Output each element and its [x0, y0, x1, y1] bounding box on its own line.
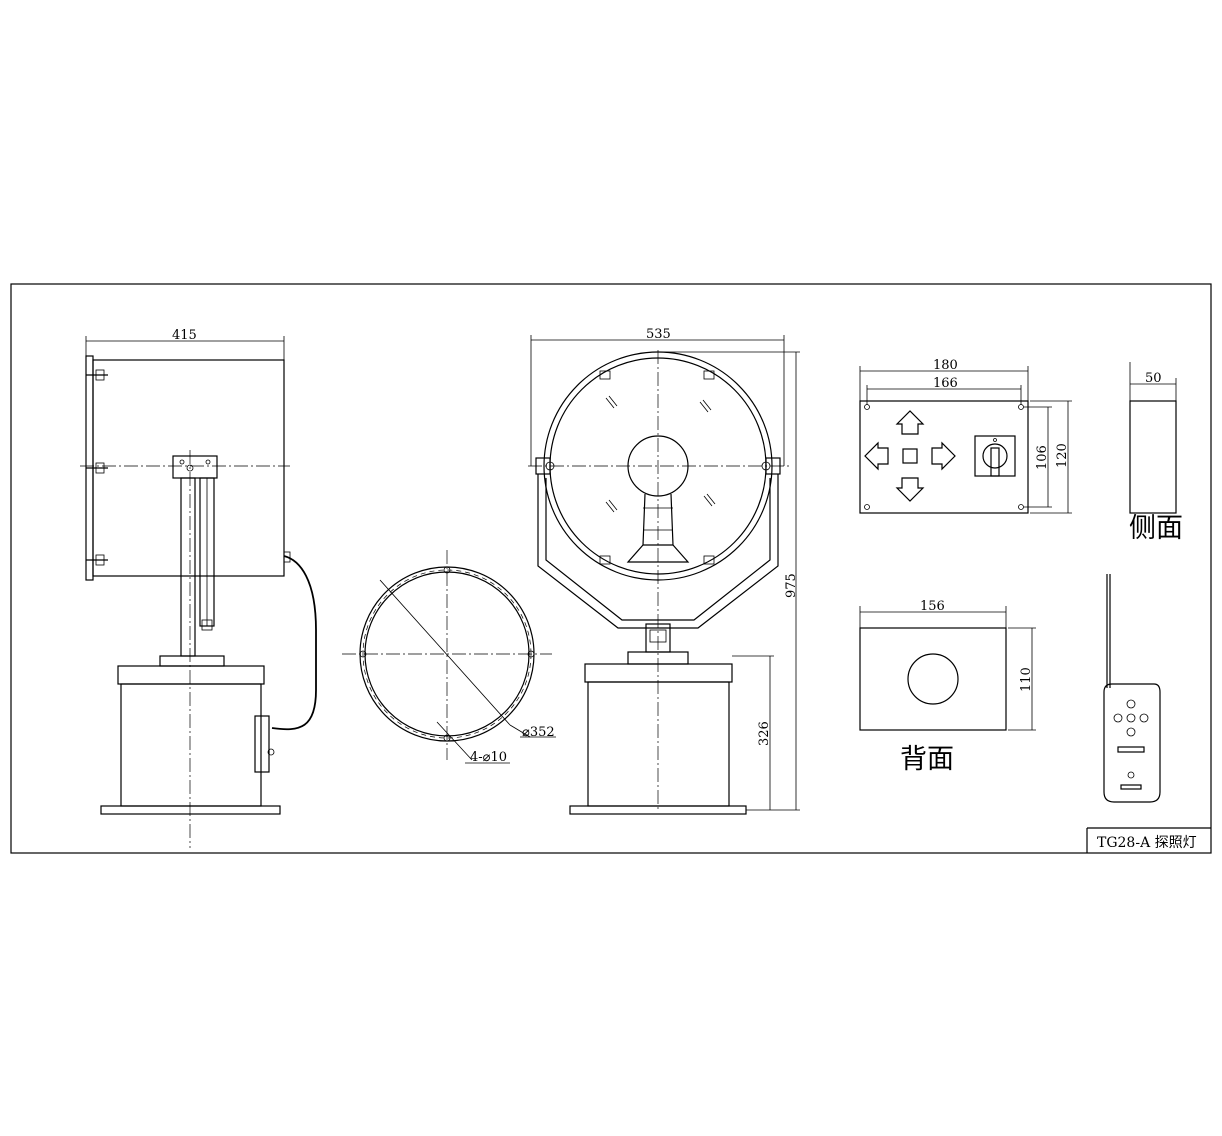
dim-hole-spacing-width: 166 [933, 376, 958, 391]
side-view-searchlight: 415 [80, 328, 317, 848]
center-key-icon [902, 448, 918, 464]
dim-back-height: 110 [1019, 667, 1034, 692]
up-arrow-key-icon [895, 410, 925, 435]
right-arrow-key-icon [931, 441, 956, 471]
dim-base-height: 326 [757, 721, 772, 746]
dim-front-width: 535 [646, 327, 671, 342]
drawing-frame [10, 283, 1212, 854]
dim-panel-width: 180 [933, 358, 958, 373]
dim-total-height: 975 [784, 573, 799, 598]
dim-panel-height: 120 [1055, 443, 1070, 468]
remote-button-icon [1113, 713, 1123, 723]
title-block: TG28-A 探照灯 [1086, 827, 1211, 853]
dim-hole-spec: 4-⌀10 [470, 750, 507, 765]
dim-side-depth: 50 [1145, 371, 1162, 386]
label-side-view: 侧面 [1129, 513, 1183, 544]
rotary-switch-icon [974, 435, 1016, 477]
dim-side-width: 415 [172, 328, 197, 343]
ring-flange-view: ⌀352 4-⌀10 [342, 550, 556, 765]
remote-button-icon [1126, 699, 1136, 709]
control-panel-back-view: 156 110 背面 [859, 599, 1036, 775]
label-back-view: 背面 [900, 744, 954, 775]
title-model: TG28-A 探照灯 [1097, 835, 1197, 851]
left-arrow-key-icon [864, 441, 889, 471]
front-view-searchlight: 535 975 326 [528, 327, 800, 815]
dim-back-width: 156 [920, 599, 945, 614]
remote-button-icon [1126, 713, 1136, 723]
remote-button-icon [1139, 713, 1149, 723]
dim-hole-spacing-height: 106 [1035, 445, 1050, 470]
control-panel-side-view: 50 侧面 [1129, 362, 1183, 544]
control-panel-view: 180 166 106 120 [859, 358, 1072, 514]
down-arrow-key-icon [895, 477, 925, 502]
remote-button-icon [1126, 727, 1136, 737]
remote-control [1103, 574, 1161, 803]
dim-ring-diameter: ⌀352 [522, 725, 555, 740]
